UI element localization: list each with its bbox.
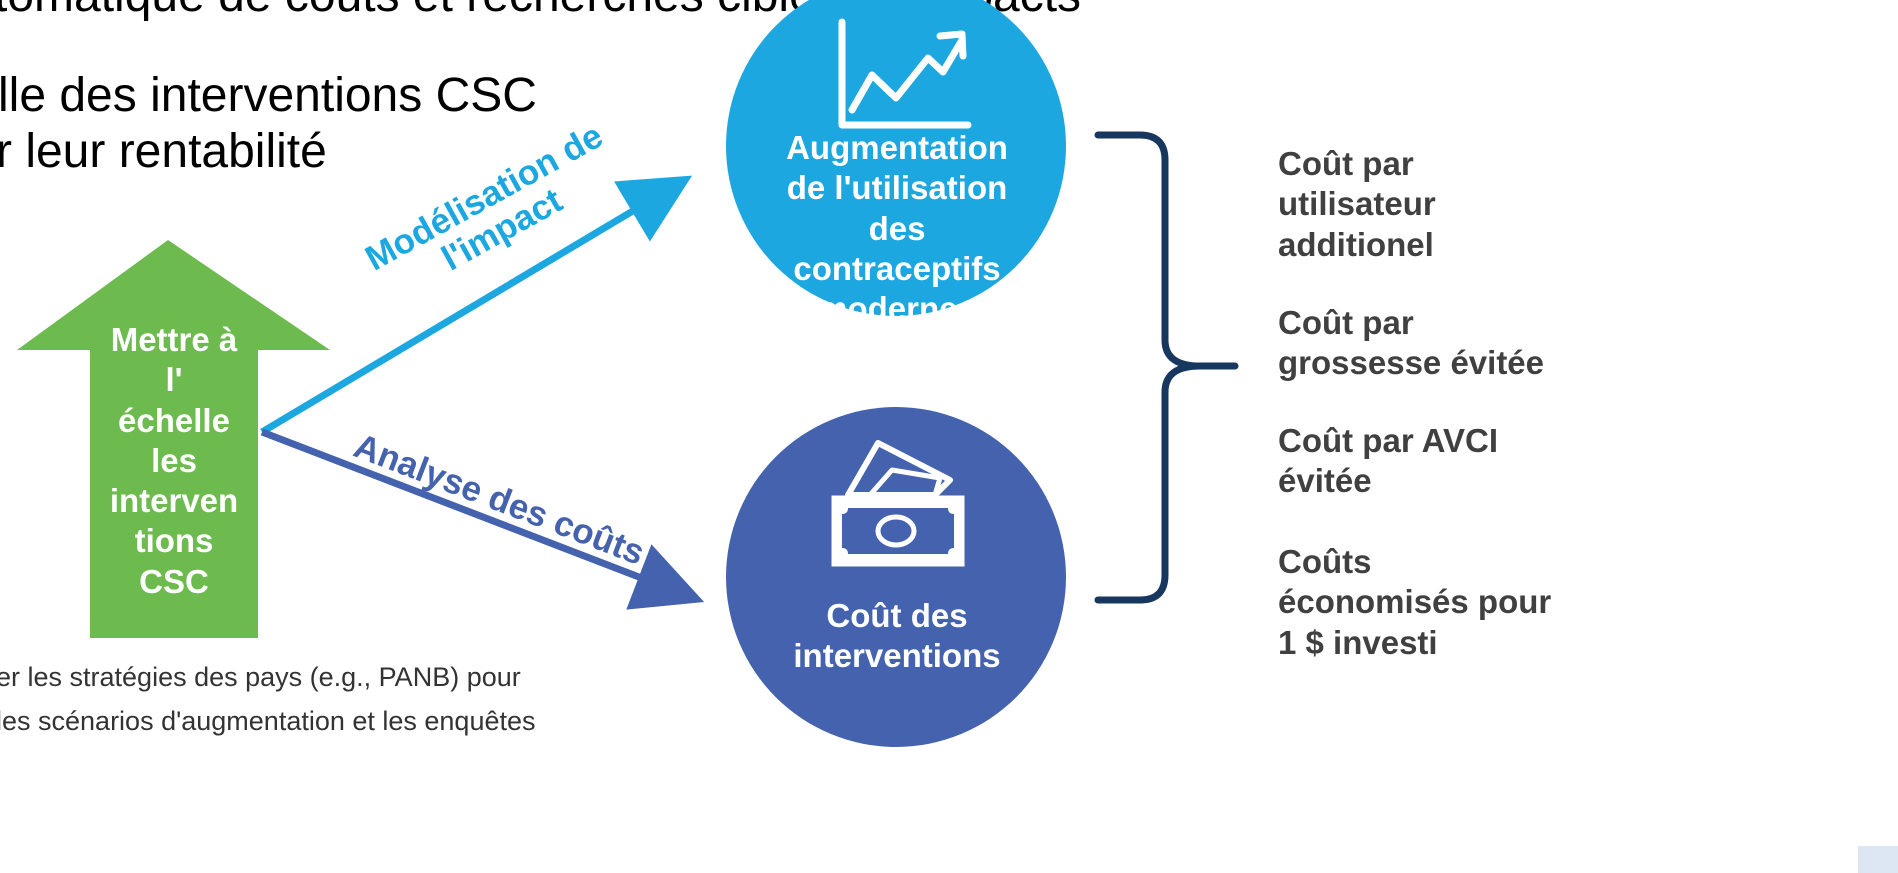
intervention-cost-circle	[726, 407, 1066, 747]
scale-up-label-line: les	[151, 441, 197, 479]
usage-increase-label-line: modernes	[818, 290, 976, 327]
intervention-cost-label-line: interventions	[793, 637, 1001, 675]
metric-line: Coût par	[1278, 145, 1414, 182]
metric-line: Coûts	[1278, 543, 1372, 580]
usage-increase-label-line: des	[868, 209, 926, 247]
intro-line-1: lle des interventions CSC	[0, 69, 537, 122]
impact-modeling-arrow	[260, 175, 693, 436]
scale-up-label-line: CSC	[139, 562, 209, 600]
usage-increase-label-line: contraceptifs	[793, 249, 1001, 287]
scale-up-label: Mettre à l' échelle les interven tions C…	[90, 320, 258, 602]
scale-up-label-line: tions	[134, 522, 214, 560]
cost-analysis-arrow	[260, 428, 705, 610]
metric-line: Coût par AVCI	[1278, 422, 1498, 459]
metric-cost-per-daly: Coût par AVCI évitée	[1278, 421, 1608, 502]
rising-chart-icon	[838, 18, 972, 129]
metric-line: grossesse évitée	[1278, 344, 1545, 382]
metric-savings-per-dollar: Coûts économisés pour 1 $ investi	[1278, 542, 1608, 663]
footnote-line-1: er les stratégies des pays (e.g., PANB) …	[0, 662, 521, 692]
metric-line: 1 $ investi	[1278, 623, 1438, 661]
scale-up-label-line: l'	[165, 361, 183, 399]
corner-page-marker	[1858, 846, 1898, 873]
footnote-line-2: les scénarios d'augmentation et les enqu…	[0, 706, 536, 736]
metric-cost-per-user: Coût par utilisateur additionel	[1278, 144, 1608, 265]
usage-increase-label: Augmentation de l'utilisation des contra…	[752, 128, 1042, 329]
usage-increase-label-line: de l'utilisation	[786, 169, 1008, 207]
scale-up-label-line: échelle	[118, 401, 230, 439]
usage-increase-label-line: Augmentation	[786, 129, 1008, 166]
metric-line: Coût par	[1278, 304, 1414, 341]
intervention-cost-label: Coût des interventions	[752, 596, 1042, 677]
metric-line: additionel	[1278, 225, 1434, 263]
intro-line-2: r leur rentabilité	[0, 125, 327, 178]
metric-line: évitée	[1278, 462, 1372, 500]
summary-bracket	[1094, 131, 1239, 604]
scale-up-label-line: interven	[109, 482, 239, 519]
metric-line: économisés pour	[1278, 583, 1552, 621]
scale-up-arrow	[17, 240, 330, 638]
metric-cost-per-pregnancy: Coût par grossesse évitée	[1278, 303, 1608, 384]
scale-up-label-line: Mettre à	[110, 321, 238, 358]
usage-increase-circle	[726, 0, 1066, 316]
metric-line: utilisateur	[1278, 185, 1436, 223]
money-envelope-icon	[831, 440, 965, 567]
intervention-cost-label-line: Coût des	[826, 597, 968, 634]
